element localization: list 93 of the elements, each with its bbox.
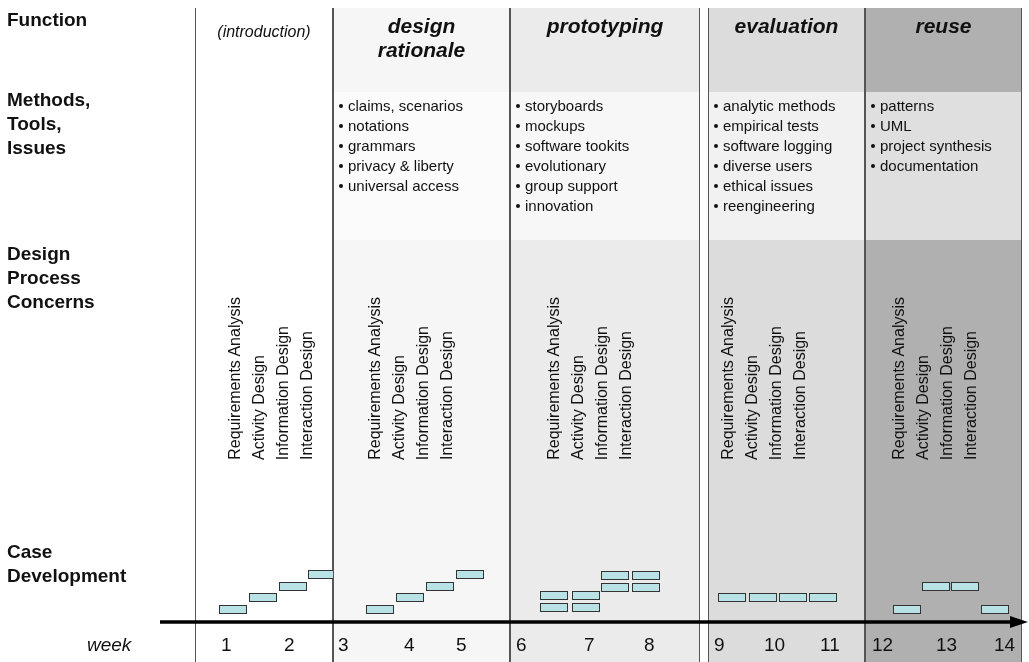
gantt-bar — [809, 593, 837, 602]
list-item: documentation — [880, 156, 979, 176]
column-panel — [865, 8, 1022, 662]
week-number: 3 — [338, 634, 349, 656]
list-item: analytic methods — [723, 96, 836, 116]
list-item: universal access — [348, 176, 459, 196]
rotated-label: Requirements Analysis — [226, 297, 244, 460]
list-item: ethical issues — [723, 176, 814, 196]
gantt-bar — [426, 582, 454, 591]
list-item: project synthesis — [880, 136, 992, 156]
rotated-label: Interaction Design — [962, 331, 980, 460]
gantt-bar — [572, 591, 600, 600]
gantt-bar — [779, 593, 807, 602]
row-heading: Design Process Concerns — [7, 242, 96, 314]
column-heading: evaluation — [733, 14, 840, 38]
week-number: 2 — [284, 634, 295, 656]
gantt-bar — [572, 603, 600, 612]
column-panel — [195, 8, 333, 662]
rotated-label: Activity Design — [390, 355, 408, 460]
list-item: evolutionary — [525, 156, 606, 176]
gantt-bar — [540, 591, 568, 600]
gantt-bar — [219, 605, 247, 614]
gantt-bar — [922, 582, 950, 591]
gantt-bar — [249, 593, 277, 602]
rotated-label: Interaction Design — [791, 331, 809, 460]
list-item: claims, scenarios — [348, 96, 464, 116]
rotated-label: Information Design — [593, 325, 611, 460]
column-panel — [333, 8, 510, 662]
rotated-label: Activity Design — [914, 355, 932, 460]
gantt-bar — [601, 583, 629, 592]
week-number: 11 — [820, 634, 840, 656]
rotated-label: Activity Design — [569, 355, 587, 460]
gantt-bar — [540, 603, 568, 612]
list-item: empirical tests — [723, 116, 819, 136]
rotated-label: Information Design — [414, 325, 432, 460]
week-number: 5 — [456, 634, 467, 656]
row-heading: Methods, Tools, Issues — [7, 88, 92, 160]
rotated-label: Requirements Analysis — [545, 297, 563, 460]
rotated-label: Interaction Design — [438, 331, 456, 460]
rotated-label: Requirements Analysis — [890, 297, 908, 460]
gantt-bar — [456, 570, 484, 579]
gantt-bar — [749, 593, 777, 602]
row-heading: Case Development — [7, 540, 128, 588]
list-item: innovation — [525, 196, 594, 216]
week-number: 1 — [221, 634, 232, 656]
list-item: diverse users — [723, 156, 813, 176]
column-heading: design rationale — [376, 14, 467, 62]
week-number: 4 — [404, 634, 415, 656]
column-panel — [708, 8, 865, 662]
week-number: 9 — [714, 634, 725, 656]
list-item: software tookits — [525, 136, 630, 156]
gantt-bar — [601, 571, 629, 580]
rotated-label: Activity Design — [743, 355, 761, 460]
list-item: mockups — [525, 116, 586, 136]
rotated-label: Interaction Design — [298, 331, 316, 460]
week-number: 12 — [872, 634, 894, 656]
rotated-label: Information Design — [938, 325, 956, 460]
week-number: 6 — [516, 634, 527, 656]
rotated-label: Requirements Analysis — [366, 297, 384, 460]
gantt-bar — [718, 593, 746, 602]
gantt-bar — [893, 605, 921, 614]
column-heading: reuse — [914, 14, 973, 38]
week-number: 13 — [936, 634, 958, 656]
list-item: software logging — [723, 136, 833, 156]
week-number: 14 — [994, 634, 1016, 656]
rotated-label: Requirements Analysis — [719, 297, 737, 460]
axis-label: week — [87, 634, 132, 656]
gantt-bar — [951, 582, 979, 591]
list-item: reengineering — [723, 196, 815, 216]
list-item: privacy & liberty — [348, 156, 454, 176]
week-number: 10 — [764, 634, 786, 656]
rotated-label: Activity Design — [250, 355, 268, 460]
row-heading: Function — [7, 8, 89, 32]
list-item: notations — [348, 116, 409, 136]
week-number: 7 — [584, 634, 595, 656]
gantt-bar — [279, 582, 307, 591]
rotated-label: Information Design — [767, 325, 785, 460]
column-heading: prototyping — [545, 14, 665, 38]
gantt-bar — [632, 571, 660, 580]
column-heading: (introduction) — [216, 22, 312, 42]
gantt-bar — [632, 583, 660, 592]
rotated-label: Interaction Design — [617, 331, 635, 460]
gantt-bar — [366, 605, 394, 614]
gantt-bar — [396, 593, 424, 602]
rotated-label: Information Design — [274, 325, 292, 460]
column-panel — [510, 8, 700, 662]
gantt-bar — [981, 605, 1009, 614]
week-number: 8 — [644, 634, 655, 656]
list-item: UML — [880, 116, 912, 136]
list-item: storyboards — [525, 96, 604, 116]
list-item: grammars — [348, 136, 416, 156]
list-item: group support — [525, 176, 618, 196]
list-item: patterns — [880, 96, 935, 116]
